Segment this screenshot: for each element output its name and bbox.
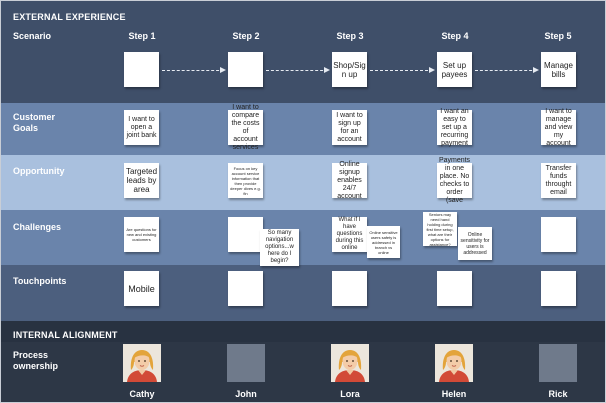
- touchpoint-note-1[interactable]: Mobile: [124, 271, 159, 306]
- opportunity-note-2[interactable]: Focus on key account service information…: [228, 163, 263, 198]
- row-label-scenario: Scenario: [13, 31, 52, 41]
- opportunity-note-3[interactable]: Online signup enables 24/7 account: [332, 161, 367, 200]
- flow-arrow-3-4: [370, 67, 435, 73]
- challenge-note-1[interactable]: Are questions for new and existing custo…: [124, 217, 159, 252]
- challenge-note-4b[interactable]: Online sensitivity for users is addresse…: [458, 227, 492, 260]
- opportunity-band: [1, 155, 605, 210]
- challenge-note-3a[interactable]: What if I have questions during this onl…: [332, 217, 367, 252]
- woman-portrait-icon: [123, 344, 161, 382]
- owner-name-1: Cathy: [129, 389, 155, 399]
- row-label-process-ownership: Process ownership: [13, 350, 59, 371]
- touchpoint-note-2[interactable]: [228, 271, 263, 306]
- empty-avatar-placeholder: [227, 344, 265, 382]
- scenario-note-2[interactable]: [228, 52, 263, 87]
- process-band: [1, 342, 605, 402]
- step-header-5: Step 5: [544, 31, 572, 41]
- step-header-1: Step 1: [128, 31, 156, 41]
- scenario-note-1[interactable]: [124, 52, 159, 87]
- woman-portrait-icon: [435, 344, 473, 382]
- opportunity-note-4[interactable]: Payments in one place. No checks to orde…: [437, 157, 472, 204]
- opportunity-note-5[interactable]: Transfer funds throught email: [541, 163, 576, 198]
- touchpoints-band: [1, 265, 605, 321]
- goal-note-1[interactable]: I want to open a joint bank: [124, 110, 159, 145]
- scenario-note-5[interactable]: Manage bills: [541, 52, 576, 87]
- row-label-opportunity: Opportunity: [13, 166, 65, 176]
- goal-note-4[interactable]: I want an easy to set up a recurring pay…: [437, 108, 472, 147]
- row-label-customer-goals: Customer Goals: [13, 112, 56, 133]
- touchpoint-note-3[interactable]: [332, 271, 367, 306]
- owner-name-2: John: [235, 389, 257, 399]
- flow-arrow-4-5: [475, 67, 539, 73]
- goal-note-5[interactable]: I want to manage and view my account: [541, 108, 576, 147]
- row-label-touchpoints: Touchpoints: [13, 276, 67, 286]
- goal-note-2[interactable]: I want to compare the costs of account s…: [228, 104, 263, 151]
- step-header-4: Step 4: [441, 31, 469, 41]
- touchpoint-note-5[interactable]: [541, 271, 576, 306]
- challenge-note-2a[interactable]: [228, 217, 263, 252]
- step-header-3: Step 3: [336, 31, 364, 41]
- external-experience-title: EXTERNAL EXPERIENCE: [13, 12, 126, 22]
- flow-arrow-1-2: [162, 67, 226, 73]
- scenario-note-4[interactable]: Set up payees: [437, 52, 472, 87]
- internal-band: [1, 321, 605, 342]
- goal-note-3[interactable]: I want to sign up for an account: [332, 110, 367, 145]
- challenge-note-2b[interactable]: So many navigation options...w here do I…: [260, 229, 299, 266]
- goals-band: [1, 103, 605, 155]
- scenario-note-3[interactable]: Shop/Sig n up: [332, 52, 367, 87]
- challenge-note-5[interactable]: [541, 217, 576, 252]
- owner-name-3: Lora: [340, 389, 360, 399]
- flow-arrow-2-3: [266, 67, 330, 73]
- row-label-challenges: Challenges: [13, 222, 62, 232]
- step-header-2: Step 2: [232, 31, 260, 41]
- challenges-band: [1, 210, 605, 265]
- internal-alignment-title: INTERNAL ALIGNMENT: [13, 330, 118, 340]
- opportunity-note-1[interactable]: Targeted leads by area: [124, 163, 159, 198]
- challenge-note-3b[interactable]: Online sensitive users safety is address…: [367, 226, 400, 258]
- owner-name-4: Helen: [441, 389, 467, 399]
- touchpoint-note-4[interactable]: [437, 271, 472, 306]
- challenge-note-4a[interactable]: Seniors may need hand holding during fir…: [423, 212, 457, 247]
- owner-name-5: Rick: [548, 389, 568, 399]
- empty-avatar-placeholder: [539, 344, 577, 382]
- header-band: [1, 1, 605, 103]
- woman-portrait-icon: [331, 344, 369, 382]
